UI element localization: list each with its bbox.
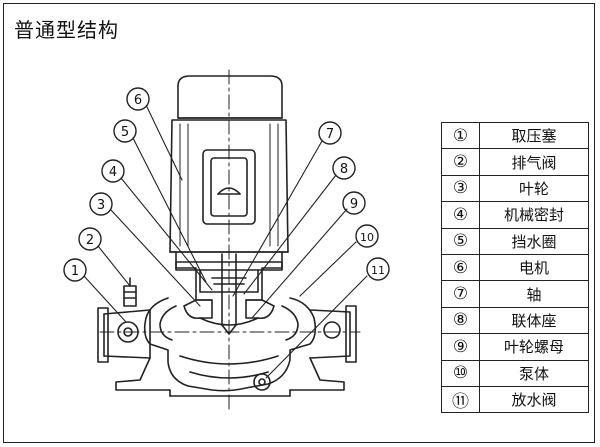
- callout-11: 11: [371, 264, 385, 277]
- legend-part-name: 电机: [479, 253, 589, 282]
- legend-number: ④: [441, 201, 480, 229]
- legend-number: ②: [441, 148, 480, 176]
- legend-number: ①: [441, 121, 480, 150]
- callout-3: 3: [97, 198, 105, 213]
- legend-number: ⑦: [441, 280, 480, 308]
- legend-number: ⑥: [441, 253, 480, 282]
- outer-frame: [3, 3, 595, 443]
- legend-number: ⑧: [441, 306, 480, 335]
- callout-circles: [63, 87, 390, 282]
- legend-part-name: 挡水圈: [479, 227, 589, 255]
- legend-part-name: 叶轮螺母: [479, 333, 589, 361]
- impeller: [183, 299, 275, 326]
- legend-part-name: 联体座: [479, 306, 589, 335]
- legend-part-name: 机械密封: [479, 201, 589, 229]
- pump-casing: [97, 297, 357, 397]
- callout-7: 7: [326, 127, 334, 142]
- diagram-title: 普通型结构: [14, 18, 119, 42]
- callout-numbers: 6 5 4 3 2 1 7 8 9 10 11: [71, 93, 385, 279]
- legend-number: ⑪: [441, 385, 480, 414]
- motor-cover: [177, 75, 283, 119]
- legend-number: ⑤: [441, 227, 480, 255]
- drain-valve: [253, 373, 271, 391]
- callout-1: 1: [71, 264, 79, 279]
- legend-part-name: 放水阀: [479, 385, 589, 414]
- callout-4: 4: [109, 165, 117, 180]
- vent-valve: [123, 277, 137, 307]
- legend-number: ⑨: [441, 333, 480, 361]
- callout-6: 6: [134, 93, 142, 108]
- legend-number: ⑩: [441, 359, 480, 387]
- legend-part-name: 取压塞: [479, 121, 589, 150]
- callout-2: 2: [86, 233, 94, 248]
- leader-lines: [83, 106, 368, 379]
- motor-body: [169, 119, 289, 253]
- callout-9: 9: [350, 197, 358, 212]
- legend-part-name: 泵体: [479, 359, 589, 387]
- legend-number: ③: [441, 174, 480, 203]
- legend-part-name: 排气阀: [479, 148, 589, 176]
- legend-part-name: 轴: [479, 280, 589, 308]
- callout-8: 8: [340, 162, 348, 177]
- callout-5: 5: [121, 125, 129, 140]
- legend-part-name: 叶轮: [479, 174, 589, 203]
- shaft: [221, 253, 237, 335]
- callout-10: 10: [360, 231, 374, 244]
